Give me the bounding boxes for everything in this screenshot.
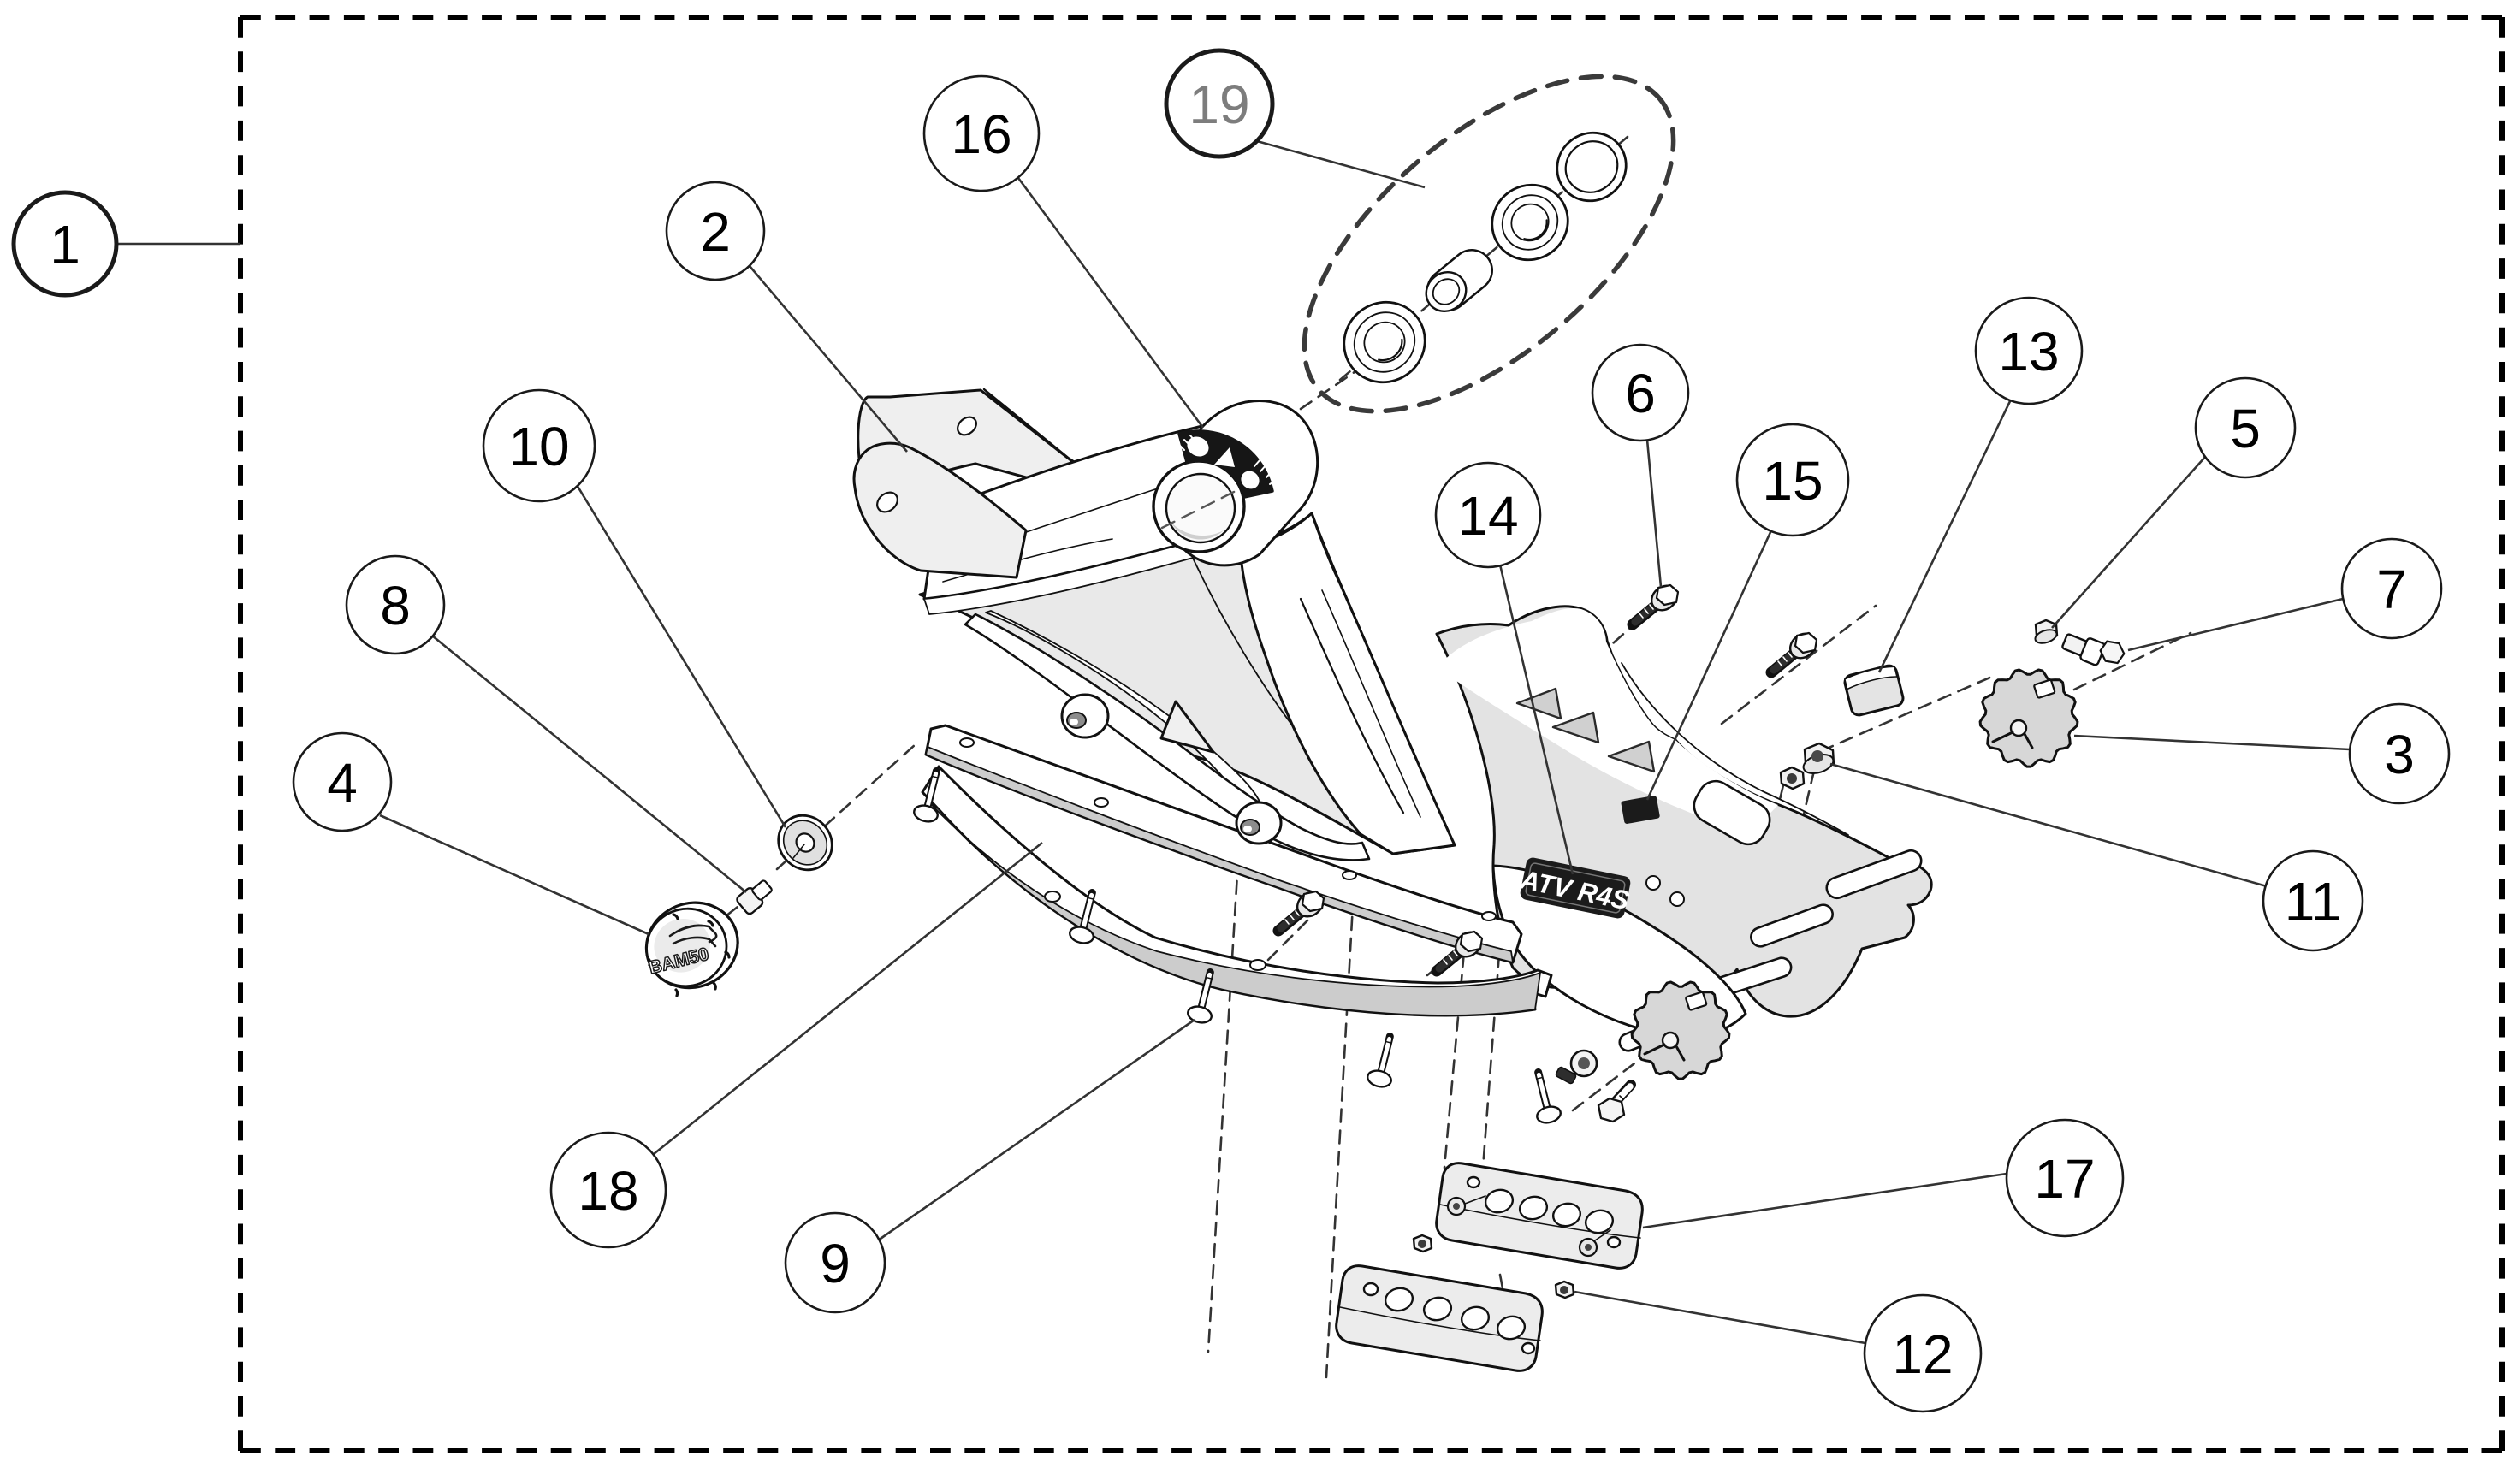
svg-text:4: 4 bbox=[327, 752, 358, 814]
svg-text:12: 12 bbox=[1892, 1323, 1953, 1385]
svg-text:10: 10 bbox=[508, 416, 569, 477]
svg-text:3: 3 bbox=[2384, 724, 2415, 785]
svg-text:14: 14 bbox=[1457, 485, 1518, 547]
svg-text:18: 18 bbox=[578, 1160, 638, 1222]
svg-text:16: 16 bbox=[951, 104, 1011, 165]
svg-text:13: 13 bbox=[1998, 321, 2059, 382]
svg-text:5: 5 bbox=[2230, 398, 2261, 459]
svg-text:8: 8 bbox=[380, 575, 411, 636]
svg-text:9: 9 bbox=[820, 1233, 851, 1294]
svg-text:1: 1 bbox=[50, 214, 80, 275]
svg-text:2: 2 bbox=[700, 201, 731, 263]
svg-text:7: 7 bbox=[2376, 559, 2407, 620]
svg-text:15: 15 bbox=[1762, 450, 1823, 512]
svg-text:19: 19 bbox=[1189, 74, 1249, 135]
svg-text:11: 11 bbox=[2285, 871, 2341, 932]
svg-text:17: 17 bbox=[2034, 1148, 2095, 1210]
svg-text:6: 6 bbox=[1625, 363, 1656, 424]
